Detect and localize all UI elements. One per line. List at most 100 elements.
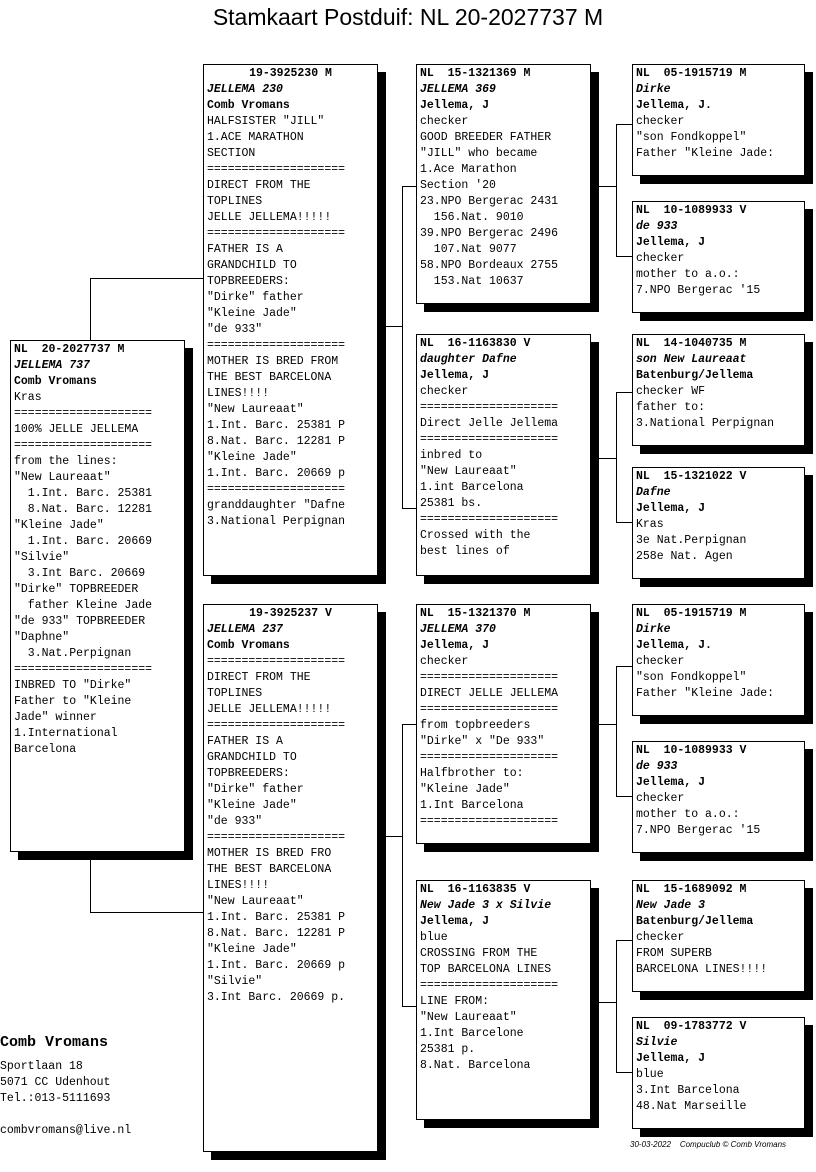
note-line: 58.NPO Bordeaux 2755 (420, 259, 559, 272)
note-line: 8.Nat. Barcelona (420, 1059, 531, 1072)
note-line: DIRECT FROM THE (207, 179, 311, 192)
note-line: "Kleine Jade" (207, 943, 297, 956)
footer-phone: Tel.:013-5111693 (0, 1092, 111, 1105)
note-line: GRANDCHILD TO (207, 259, 297, 272)
page-title: Stamkaart Postduif: NL 20-2027737 M (212, 4, 604, 30)
note-line: ==================== (420, 513, 559, 526)
note-line: "Dirke" father (207, 291, 304, 304)
connector-line (598, 458, 616, 459)
note-line: 1.ACE MARATHON (207, 131, 304, 144)
note-line: 1.int Barcelona (420, 481, 524, 494)
pigeon-name: New Jade 3 (636, 899, 706, 912)
pigeon-name: JELLEMA 230 (207, 83, 283, 96)
note-line: 25381 p. (420, 1043, 476, 1056)
breeder-name: Jellema, J (636, 236, 706, 249)
note-line: "Kleine Jade" (207, 799, 297, 812)
note-line: Jade" winner (14, 711, 97, 724)
note-line: ==================== (14, 407, 153, 420)
connector-line (616, 522, 632, 523)
breeder-name: Batenburg/Jellema (636, 369, 754, 382)
ring-number: NL 09-1783772 V (636, 1020, 747, 1033)
pigeon-name: de 933 (636, 760, 678, 773)
note-line: 100% JELLE JELLEMA (14, 423, 139, 436)
note-line: 1.Int. Barc. 20669 (14, 535, 153, 548)
connector-line (616, 392, 617, 522)
ring-number: NL 15-1321022 V (636, 470, 747, 483)
pigeon-name: JELLEMA 237 (207, 623, 283, 636)
note-line: 1.International (14, 727, 118, 740)
breeder-name: Jellema, J (636, 1052, 706, 1065)
note-line: 48.Nat Marseille (636, 1100, 747, 1113)
note-line: "de 933" TOPBREEDER (14, 615, 146, 628)
connector-line (90, 278, 204, 279)
note-line: 153.Nat 10637 (420, 275, 524, 288)
connector-line (402, 724, 403, 1006)
ring-number: NL 16-1163835 V (420, 883, 531, 896)
note-line: 1.Int. Barc. 20669 p (207, 959, 346, 972)
pigeon-name: JELLEMA 369 (420, 83, 496, 96)
note-line: ==================== (207, 163, 346, 176)
note-line: checker (636, 655, 685, 668)
pigeon-name: Dirke (636, 83, 671, 96)
pigeon-name: Dirke (636, 623, 671, 636)
note-line: SECTION (207, 147, 256, 160)
note-line: 7.NPO Bergerac '15 (636, 824, 761, 837)
note-line: 3e Nat.Perpignan (636, 534, 747, 547)
note-line: Kras (14, 391, 42, 404)
connector-line (384, 326, 402, 327)
note-line: "Daphne" (14, 631, 70, 644)
note-line: FROM SUPERB (636, 947, 712, 960)
note-line: "Silvie" (14, 551, 70, 564)
ring-number: NL 10-1089933 V (636, 204, 747, 217)
ring-number: NL 16-1163830 V (420, 337, 531, 350)
note-line: "Dirke" TOPBREEDER (14, 583, 139, 596)
pigeon-name: de 933 (636, 220, 678, 233)
note-line: TOPLINES (207, 195, 263, 208)
note-line: ==================== (14, 439, 153, 452)
note-line: "Dirke" father (207, 783, 304, 796)
note-line: ==================== (420, 815, 559, 828)
footer-city: 5071 CC Udenhout (0, 1076, 111, 1089)
note-line: father Kleine Jade (14, 599, 153, 612)
connector-line (402, 508, 417, 509)
connector-line (616, 796, 632, 797)
ring-number: NL 05-1915719 M (636, 67, 747, 80)
note-line: 3.Int Barcelona (636, 1084, 740, 1097)
connector-line (402, 186, 403, 508)
connector-line (616, 124, 632, 125)
breeder-name: Jellema, J (636, 776, 706, 789)
note-line: MOTHER IS BRED FRO (207, 847, 332, 860)
ring-number: 19-3925230 M (249, 67, 332, 80)
ring-number: NL 15-1321369 M (420, 67, 531, 80)
note-line: 8.Nat. Barc. 12281 P (207, 435, 346, 448)
note-line: checker (636, 252, 685, 265)
note-line: 7.NPO Bergerac '15 (636, 284, 761, 297)
note-line: DIRECT FROM THE (207, 671, 311, 684)
note-line: checker (420, 385, 469, 398)
note-line: "son Fondkoppel" (636, 131, 747, 144)
connector-line (598, 1002, 616, 1003)
connector-line (616, 940, 632, 941)
note-line: checker (636, 792, 685, 805)
note-line: ==================== (207, 483, 346, 496)
note-line: Barcelona (14, 743, 77, 756)
connector-line (384, 836, 402, 837)
note-line: JELLE JELLEMA!!!!! (207, 211, 332, 224)
connector-line (90, 912, 204, 913)
note-line: "New Laureaat" (207, 895, 304, 908)
note-line: ==================== (420, 401, 559, 414)
note-line: ==================== (207, 655, 346, 668)
ring-number: NL 20-2027737 M (14, 343, 125, 356)
note-line: ==================== (207, 227, 346, 240)
note-line: 258e Nat. Agen (636, 550, 733, 563)
footer-address: Sportlaan 18 (0, 1060, 83, 1073)
note-line: FATHER IS A (207, 735, 283, 748)
ring-number: NL 05-1915719 M (636, 607, 747, 620)
breeder-name: Comb Vromans (14, 375, 97, 388)
note-line: 3.National Perpignan (207, 515, 346, 528)
note-line: mother to a.o.: (636, 808, 740, 821)
note-line: 1.Ace Marathon (420, 163, 517, 176)
ring-number: NL 15-1321370 M (420, 607, 531, 620)
connector-line (90, 858, 91, 912)
